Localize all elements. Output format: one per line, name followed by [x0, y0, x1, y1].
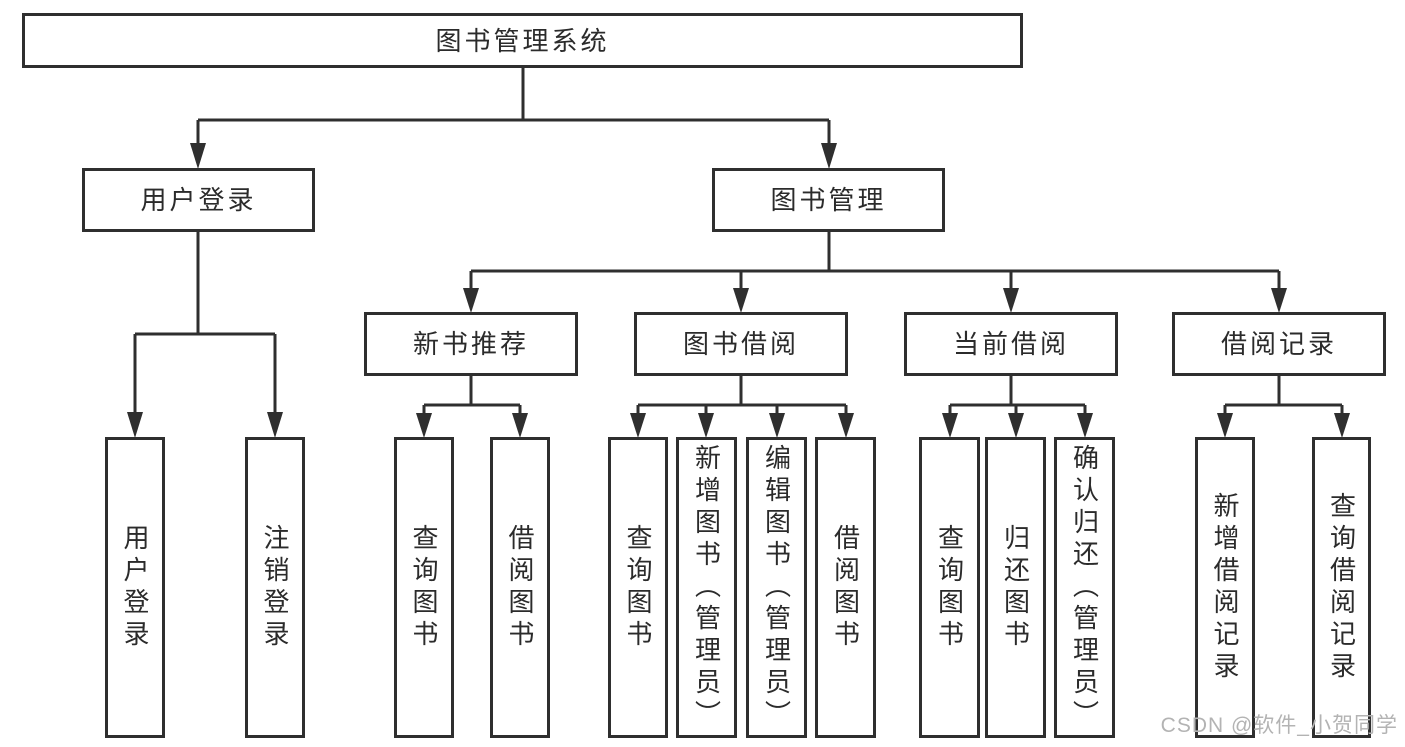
- leaf-add-books-admin: 新增图书（管理员）: [676, 437, 737, 738]
- node-label: 查询图书: [623, 523, 653, 652]
- leaf-query-books-current: 查询图书: [919, 437, 980, 738]
- leaf-borrow-books: 借阅图书: [815, 437, 876, 738]
- leaf-query-books-recommend: 查询图书: [394, 437, 454, 738]
- node-label: 当前借阅: [952, 329, 1069, 359]
- leaf-edit-books-admin: 编辑图书（管理员）: [746, 437, 807, 738]
- node-label: 图书管理: [770, 185, 887, 215]
- node-label: 注销登录: [260, 523, 290, 652]
- node-label: 查询图书: [934, 523, 965, 652]
- node-label: 图书借阅: [682, 329, 799, 359]
- node-label: 用户登录: [140, 185, 257, 215]
- leaf-query-borrow-record: 查询借阅记录: [1312, 437, 1371, 738]
- node-current-borrow: 当前借阅: [904, 312, 1118, 376]
- leaf-borrow-books-recommend: 借阅图书: [490, 437, 550, 738]
- node-label: 编辑图书（管理员）: [761, 443, 792, 732]
- node-borrow-records: 借阅记录: [1172, 312, 1386, 376]
- node-label: 图书管理系统: [435, 25, 610, 56]
- leaf-query-books-borrow: 查询图书: [608, 437, 668, 738]
- node-new-book-recommend: 新书推荐: [364, 312, 578, 376]
- leaf-user-login: 用户登录: [105, 437, 165, 738]
- leaf-return-books: 归还图书: [985, 437, 1046, 738]
- node-label: 查询借阅记录: [1326, 491, 1357, 684]
- csdn-watermark: CSDN @软件_小贺同学: [1160, 714, 1398, 737]
- node-label: 确认归还（管理员）: [1069, 443, 1100, 732]
- node-user-login: 用户登录: [82, 168, 315, 232]
- node-label: 新增借阅记录: [1210, 491, 1240, 684]
- node-book-management: 图书管理: [712, 168, 945, 232]
- node-label: 用户登录: [120, 523, 150, 652]
- node-label: 借阅图书: [505, 523, 535, 652]
- node-label: 借阅记录: [1220, 329, 1337, 359]
- leaf-logout: 注销登录: [245, 437, 305, 738]
- node-label: 新增图书（管理员）: [691, 443, 722, 732]
- node-label: 查询图书: [409, 523, 439, 652]
- leaf-add-borrow-record: 新增借阅记录: [1195, 437, 1255, 738]
- leaf-confirm-return-admin: 确认归还（管理员）: [1054, 437, 1115, 738]
- node-label: 新书推荐: [412, 329, 529, 359]
- node-label: 借阅图书: [830, 523, 861, 652]
- node-root-library-system: 图书管理系统: [22, 13, 1023, 68]
- node-label: 归还图书: [1000, 523, 1031, 652]
- node-book-borrow: 图书借阅: [634, 312, 848, 376]
